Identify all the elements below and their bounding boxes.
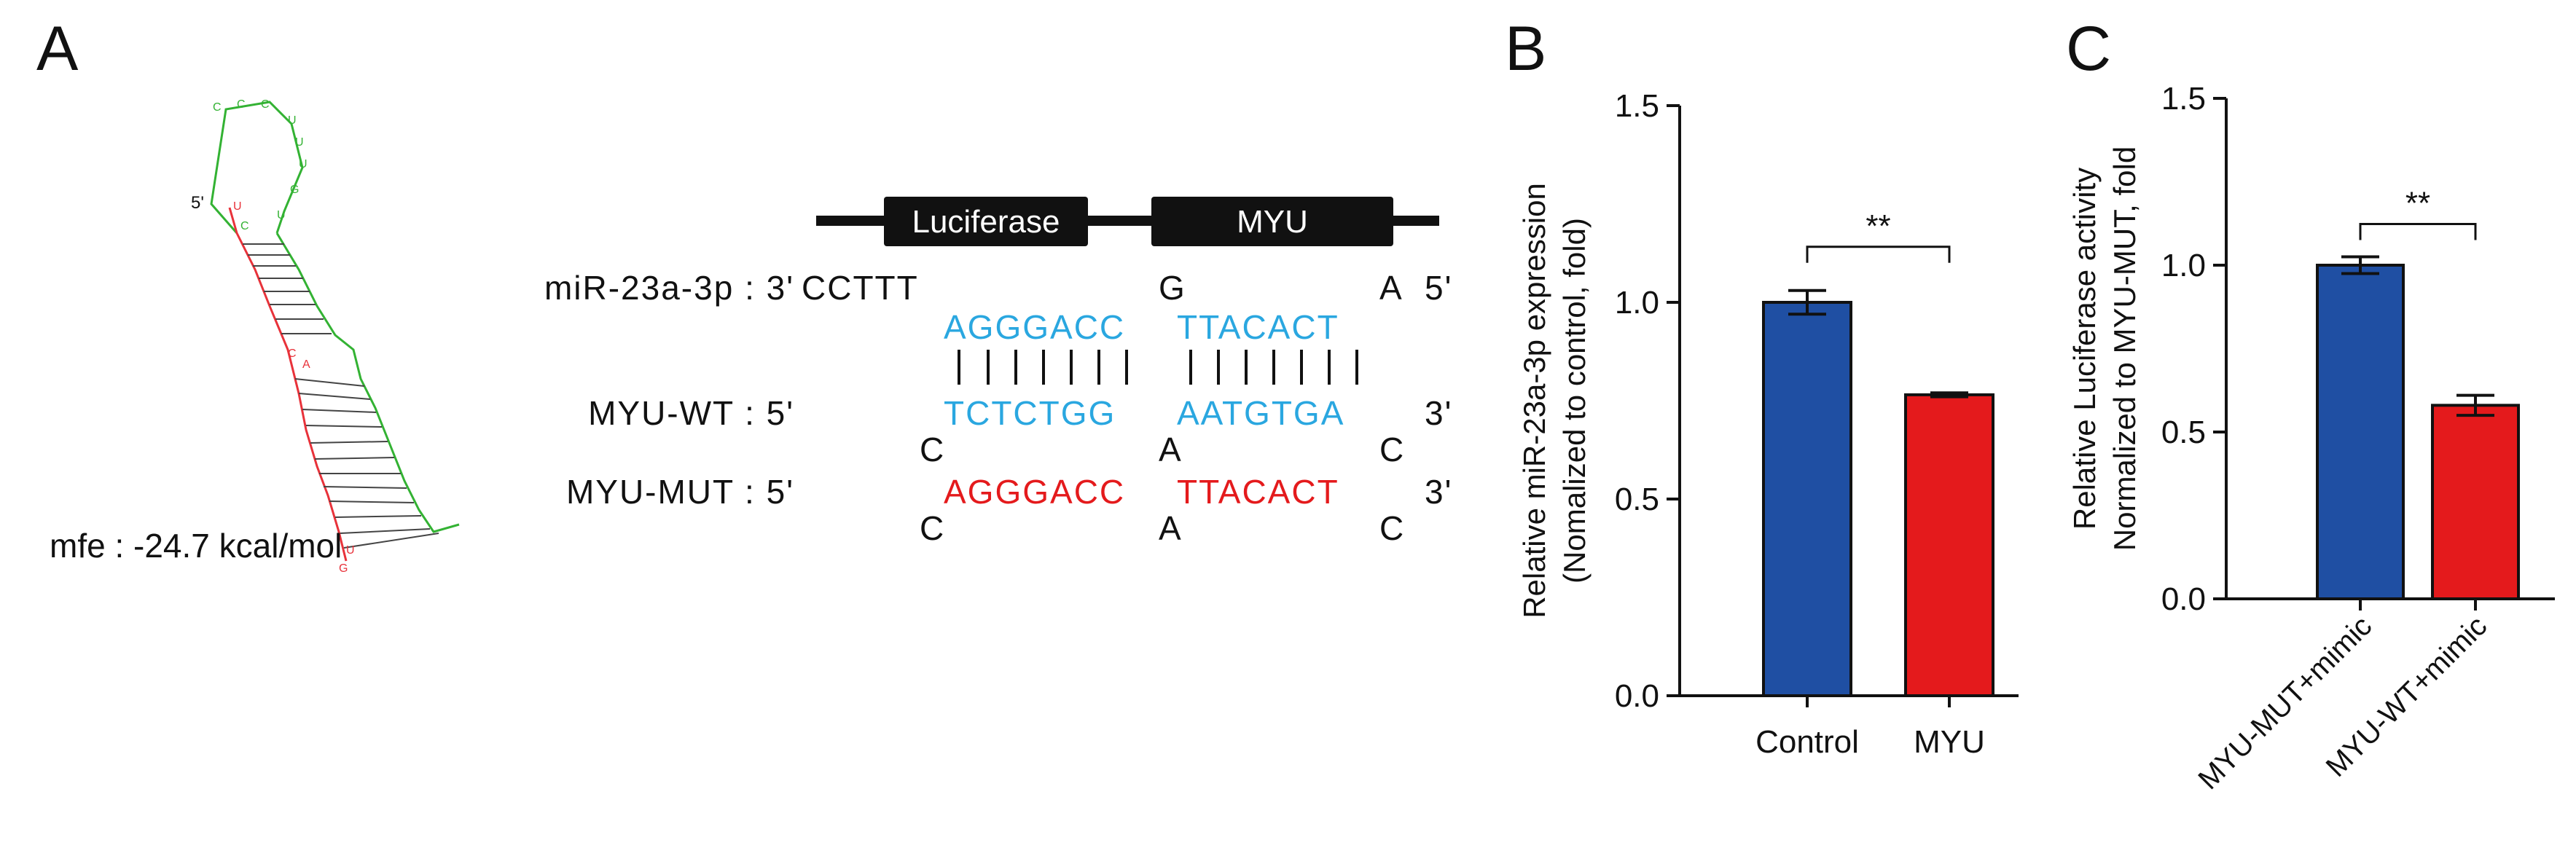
rna-fold-loop <box>210 101 304 234</box>
svg-text:C: C <box>288 347 297 360</box>
mut-below-right: C <box>1379 509 1406 547</box>
rna-fold-five-prime-strand <box>228 207 348 562</box>
rna-fold-nucleotides-red: UAC GU <box>233 200 355 575</box>
svg-text:U: U <box>277 209 286 221</box>
bar-1 <box>1762 301 1852 697</box>
wt-label: MYU-WT : 5' <box>588 394 794 432</box>
significance-label: ** <box>1866 208 1890 244</box>
mirna-seed-left: AGGGACC <box>944 308 1126 346</box>
rna-fold-five-prime-label: 5' <box>191 193 204 213</box>
significance-label: ** <box>2405 186 2430 221</box>
base-pair-lines <box>958 350 1358 385</box>
svg-text:U: U <box>233 200 242 213</box>
panel-b-letter: B <box>1505 14 1547 84</box>
y-tick-label: 1.5 <box>2161 81 2206 117</box>
wt-below-right: C <box>1379 431 1406 468</box>
y-tick-label: 0.0 <box>2161 581 2206 617</box>
svg-text:A: A <box>302 358 310 371</box>
svg-text:C: C <box>261 98 270 111</box>
svg-text:C: C <box>237 98 246 111</box>
wt-seq-left: TCTCTGG <box>944 394 1116 432</box>
panel-c-letter: C <box>2066 14 2112 84</box>
mut-end: 3' <box>1425 473 1453 511</box>
wt-end: 3' <box>1425 394 1453 432</box>
bar-2 <box>1904 393 1994 697</box>
svg-text:U: U <box>288 114 297 127</box>
mirna-left-bulge: CCTTT <box>802 269 919 307</box>
y-axis-label: Relative Luciferase activity <box>2070 168 2102 530</box>
y-tick-label: 0.0 <box>1615 678 1659 714</box>
wt-below-left: C <box>920 431 946 468</box>
svg-text:C: C <box>213 101 222 114</box>
y-tick-label: 1.5 <box>1615 88 1659 124</box>
luciferase-label: Luciferase <box>912 204 1060 240</box>
panel-a-letter: A <box>36 14 79 84</box>
svg-text:G: G <box>339 562 348 575</box>
svg-text:U: U <box>295 136 304 149</box>
mut-seq-right: TTACACT <box>1177 473 1339 511</box>
svg-text:C: C <box>240 220 249 232</box>
mirna-end: 5' <box>1425 269 1453 307</box>
y-tick-label: 0.5 <box>1615 482 1659 517</box>
mut-seq-left: AGGGACC <box>944 473 1126 511</box>
mut-below-left: C <box>920 509 946 547</box>
wt-below-mid: A <box>1159 431 1183 468</box>
mirna-right-bulge: A <box>1379 269 1404 307</box>
significance-bracket <box>1806 246 1951 263</box>
bar-2 <box>2431 404 2520 600</box>
bar-1 <box>2316 264 2405 600</box>
significance-bracket <box>2359 223 2477 240</box>
mut-below-mid: A <box>1159 509 1183 547</box>
svg-text:G: G <box>290 184 299 196</box>
svg-text:U: U <box>346 544 355 557</box>
rna-fold-base-pairs <box>243 243 439 549</box>
y-axis-label-secondary: (Nomalized to control, fold) <box>1557 218 1592 584</box>
y-tick-label: 1.0 <box>2161 248 2206 283</box>
y-tick-label: 0.5 <box>2161 415 2206 450</box>
y-axis-label: Relative miR-23a-3p expression <box>1517 183 1551 619</box>
svg-text:U: U <box>299 158 308 170</box>
mfe-label: mfe : -24.7 kcal/mol <box>50 527 342 565</box>
wt-seq-right: AATGTGA <box>1177 394 1345 432</box>
y-axis-label-secondary: Normalized to MYU-MUT, fold <box>2107 146 2142 551</box>
myu-label: MYU <box>1237 204 1308 240</box>
y-tick-label: 1.0 <box>1615 285 1659 321</box>
mut-label: MYU-MUT : 5' <box>565 473 794 511</box>
luciferase-box <box>884 197 1088 246</box>
myu-box <box>1151 197 1393 246</box>
mirna-label: miR-23a-3p : 3' <box>544 269 794 307</box>
rna-fold-three-prime-strand <box>275 232 460 533</box>
mirna-mid-bulge: G <box>1159 269 1186 307</box>
mirna-seed-right: TTACACT <box>1177 308 1339 346</box>
x-tick-label: MYU <box>1914 724 1985 760</box>
x-tick-label: Control <box>1755 724 1859 760</box>
